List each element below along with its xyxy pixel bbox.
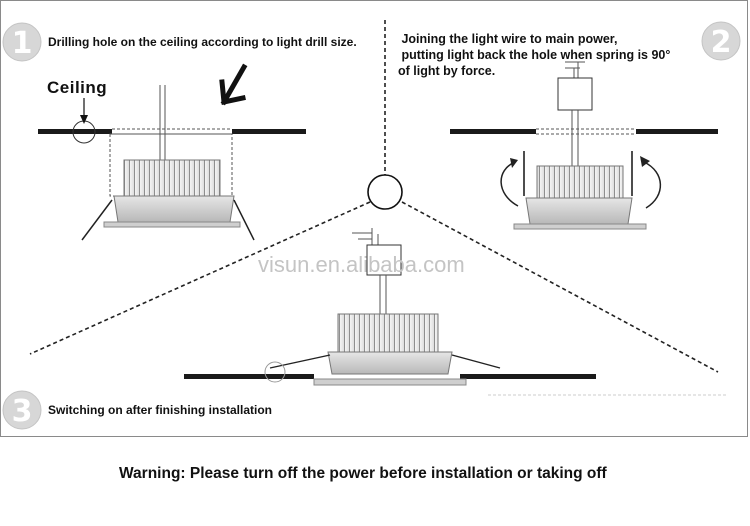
step-1-illustration <box>38 63 306 241</box>
step-1-caption: Drilling hole on the ceiling according t… <box>48 35 357 49</box>
step-1-number: 1 <box>12 26 33 61</box>
diagram-drawing: 1 2 3 <box>2 20 741 430</box>
step-2-number: 2 <box>711 25 732 60</box>
step-2-badge: 2 <box>701 21 741 61</box>
watermark: visun.en.alibaba.com <box>258 252 465 277</box>
warning-text: Warning: Please turn off the power befor… <box>119 465 607 482</box>
ceiling-bar <box>232 129 306 134</box>
step-1-badge: 1 <box>2 22 42 62</box>
step-3-number: 3 <box>12 394 33 429</box>
step-3-badge: 3 <box>2 390 42 430</box>
rotate-arrow-icon <box>500 161 519 207</box>
rotate-arrow-icon <box>643 161 662 209</box>
step-2-illustration <box>450 61 718 230</box>
ceiling-bar <box>38 129 112 134</box>
divider-lines <box>29 20 719 373</box>
ceiling-label: Ceiling <box>47 78 108 97</box>
drill-arrow-icon <box>219 63 248 106</box>
step-3-caption: Switching on after finishing installatio… <box>48 403 273 417</box>
divider-center-circle <box>367 174 403 210</box>
step-2-caption: Joining the light wire to main power, pu… <box>398 32 671 78</box>
step-3-illustration <box>184 228 726 396</box>
